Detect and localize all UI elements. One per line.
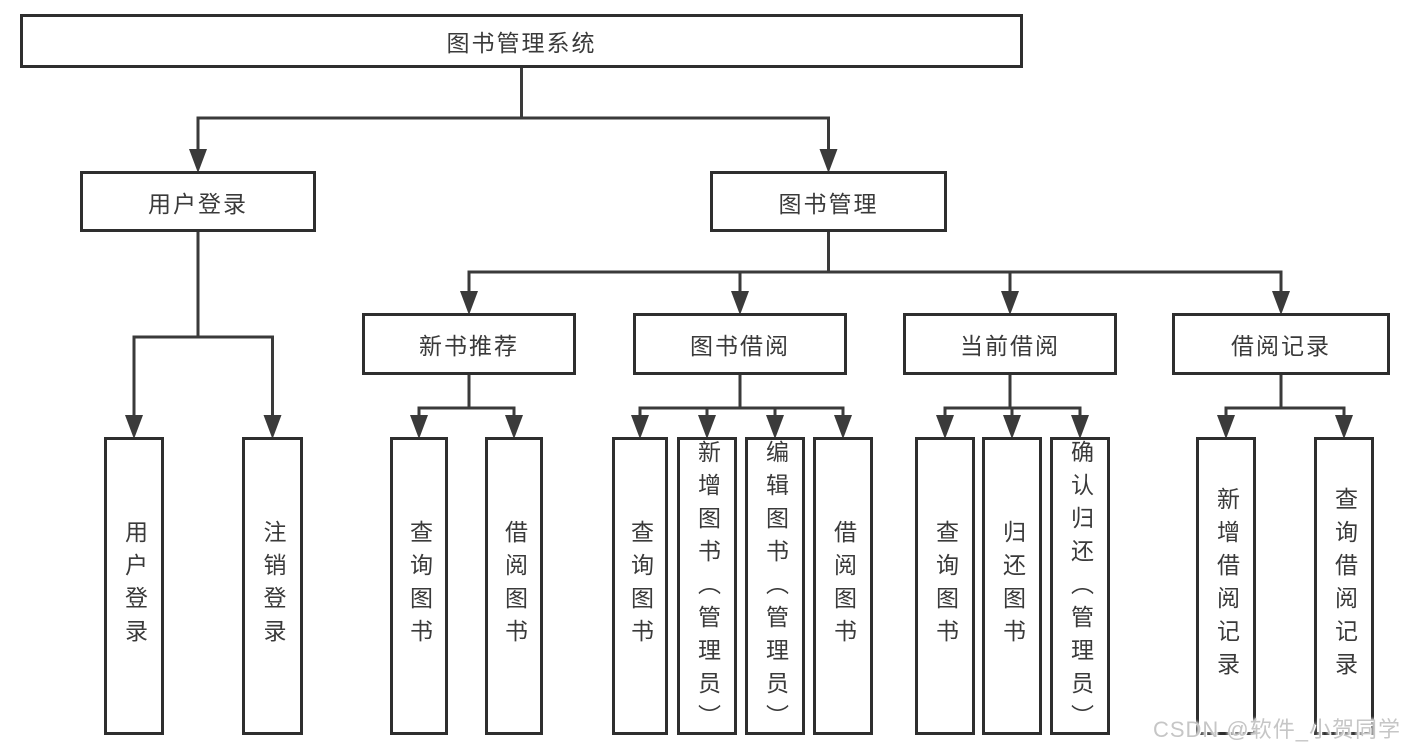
node-label: 新增图书（管理员） xyxy=(694,440,721,737)
node-label: 确认归还（管理员） xyxy=(1067,440,1094,737)
node-new-book-rec: 新书推荐 xyxy=(362,313,576,375)
csdn-watermark: CSDN @软件_小贺同学 xyxy=(1152,717,1401,742)
node-label: 查询借阅记录 xyxy=(1331,487,1358,685)
node-bb-add-book: 新增图书（管理员） xyxy=(677,437,737,737)
node-borrow-records: 借阅记录 xyxy=(1172,313,1390,375)
node-label: 新增借阅记录 xyxy=(1213,487,1240,685)
node-label: 用户登录 xyxy=(148,190,248,217)
node-rec-borrow-book: 借阅图书 xyxy=(485,437,543,735)
node-label: 注销登录 xyxy=(260,520,286,652)
node-current-borrow: 当前借阅 xyxy=(903,313,1117,375)
node-root: 图书管理系统 xyxy=(20,14,1023,68)
node-label: 图书借阅 xyxy=(690,333,790,359)
node-label: 借阅记录 xyxy=(1231,333,1331,359)
node-leaf-user-login: 用户登录 xyxy=(104,437,164,735)
node-label: 新书推荐 xyxy=(419,333,519,359)
node-book-borrow: 图书借阅 xyxy=(633,313,847,375)
node-cb-return-book: 归还图书 xyxy=(982,437,1042,735)
node-label: 当前借阅 xyxy=(960,333,1060,359)
node-book-mgmt: 图书管理 xyxy=(710,171,947,232)
node-bb-edit-book: 编辑图书（管理员） xyxy=(745,437,805,737)
node-leaf-logout: 注销登录 xyxy=(242,437,303,735)
node-user-login: 用户登录 xyxy=(80,171,316,232)
node-label: 查询图书 xyxy=(932,520,959,652)
node-bb-borrow-book: 借阅图书 xyxy=(813,437,873,735)
node-bb-query-book: 查询图书 xyxy=(612,437,668,735)
node-label: 编辑图书（管理员） xyxy=(762,440,789,737)
node-label: 图书管理系统 xyxy=(446,30,597,56)
node-cb-confirm-return: 确认归还（管理员） xyxy=(1050,437,1110,737)
node-br-add-record: 新增借阅记录 xyxy=(1196,437,1256,735)
node-cb-query-book: 查询图书 xyxy=(915,437,975,735)
node-label: 借阅图书 xyxy=(830,520,857,652)
node-br-query-record: 查询借阅记录 xyxy=(1314,437,1374,735)
node-label: 查询图书 xyxy=(406,520,433,652)
node-label: 用户登录 xyxy=(121,520,148,652)
node-rec-query-book: 查询图书 xyxy=(390,437,448,735)
node-label: 查询图书 xyxy=(627,520,654,652)
node-label: 借阅图书 xyxy=(501,520,528,652)
node-label: 归还图书 xyxy=(999,520,1026,652)
node-label: 图书管理 xyxy=(778,190,879,217)
